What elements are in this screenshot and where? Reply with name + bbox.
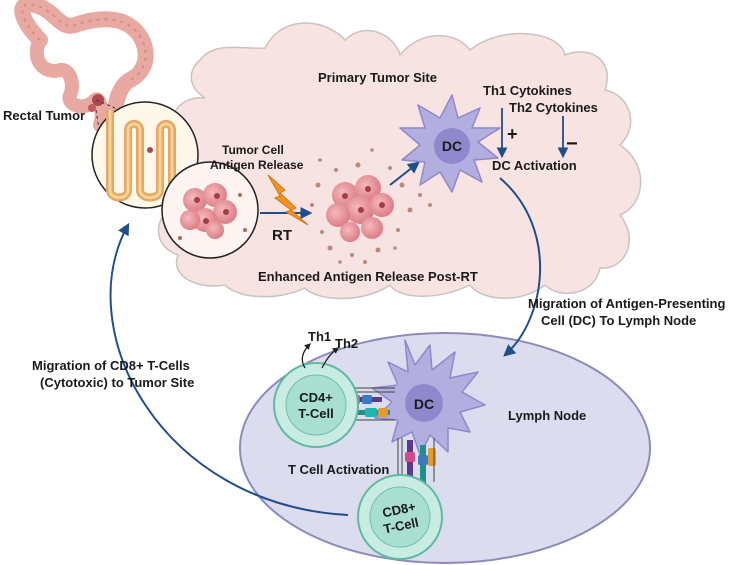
cd4-t-cell xyxy=(273,362,359,448)
irradiated-tumor-cluster xyxy=(310,148,432,264)
th2-output-arrow xyxy=(321,347,340,369)
tcr-mhc-complex-cd8 xyxy=(397,438,436,485)
lymph-node-label: Lymph Node xyxy=(508,408,586,423)
tumor-release-label-1: Tumor Cell xyxy=(222,143,284,157)
migration-cd8-label-1: Migration of CD8+ T-Cells xyxy=(32,358,190,373)
tumor-release-label-2: Antigen Release xyxy=(210,158,304,172)
th2-cytokines-label: Th2 Cytokines xyxy=(509,100,598,115)
colon-illustration xyxy=(14,0,154,143)
antigen-to-dc-arrow xyxy=(389,161,420,186)
cd4-label-1: CD4+ xyxy=(299,390,333,405)
cd8-label-2: T-Cell xyxy=(382,515,420,537)
minus-sign: − xyxy=(566,133,578,155)
radiation-bolt-icon xyxy=(267,174,309,226)
primary-tumor-site-region xyxy=(157,22,642,300)
th2-label: Th2 xyxy=(335,336,358,351)
th1-cytokines-label: Th1 Cytokines xyxy=(483,83,572,98)
cd8-t-cell xyxy=(357,474,443,560)
dc-migration-arrow xyxy=(499,177,542,357)
migration-apc-label-1: Migration of Antigen-Presenting xyxy=(528,296,725,311)
enhanced-release-label: Enhanced Antigen Release Post-RT xyxy=(258,269,478,284)
dc-top-label: DC xyxy=(442,138,462,154)
dendritic-cell-tumor xyxy=(399,94,501,193)
dc-activation-label: DC Activation xyxy=(492,158,577,173)
migration-cd8-label-2: (Cytotoxic) to Tumor Site xyxy=(40,375,194,390)
rectal-tumor-label: Rectal Tumor xyxy=(3,108,85,123)
cd8-migration-arrow xyxy=(109,222,349,516)
tumor-cells-circle xyxy=(161,161,259,259)
dc-bottom-label: DC xyxy=(414,396,434,412)
rt-label: RT xyxy=(272,227,292,244)
dendritic-cell-lymph xyxy=(371,339,486,456)
plus-sign: + xyxy=(507,124,518,144)
th1-output-arrow xyxy=(301,343,311,369)
t-cell-activation-label: T Cell Activation xyxy=(288,462,389,477)
cd8-label-1: CD8+ xyxy=(381,499,417,521)
th1-label: Th1 xyxy=(308,329,331,344)
migration-apc-label-2: Cell (DC) To Lymph Node xyxy=(541,313,696,328)
cd4-label-2: T-Cell xyxy=(298,406,333,421)
primary-tumor-site-label: Primary Tumor Site xyxy=(318,70,437,85)
